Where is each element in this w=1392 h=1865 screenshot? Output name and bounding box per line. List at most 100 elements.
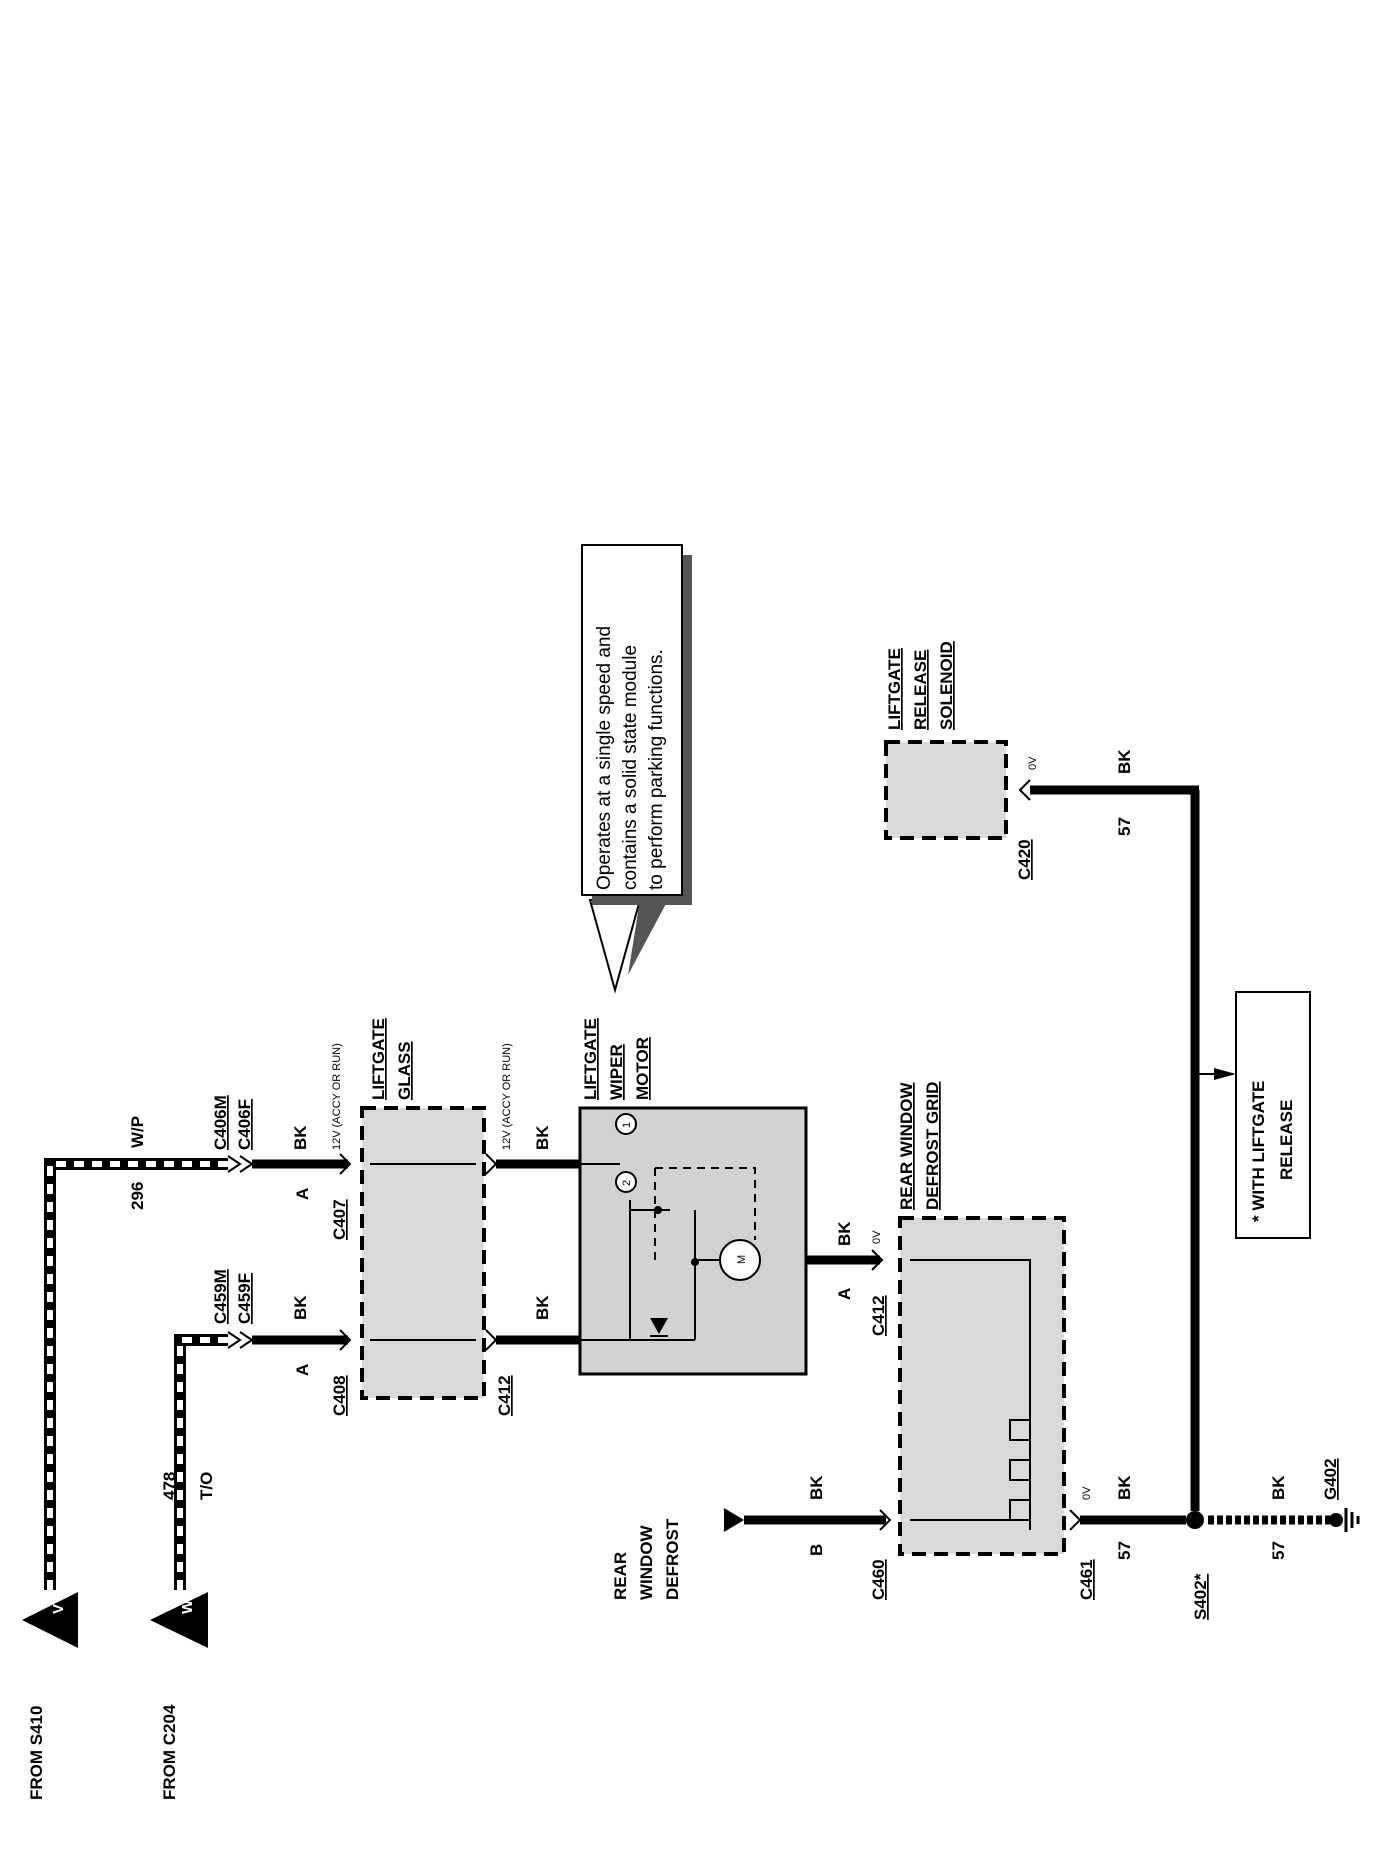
defrost-grid-label-1: REAR WINDOW [897,1082,916,1210]
connector-c412-mid-label: C412 [869,1295,888,1336]
callout-pointer [588,899,642,994]
liftgate-glass-label-2: GLASS [395,1041,414,1100]
wire-bk-top-right-label: BK [533,1125,552,1150]
motor-node-2 [691,1258,699,1266]
connector-c459m-label: C459M [211,1269,230,1324]
liftgate-solenoid-box [884,740,1008,840]
source-v-letter: V [50,1604,67,1614]
connector-c420-symbol [1018,779,1031,801]
solenoid-label-1: LIFTGATE [885,648,904,730]
rear-defrost-label-2: WINDOW [637,1524,656,1600]
motor-diode-icon [650,1318,668,1334]
defrost-grid-box [898,1216,1066,1556]
label-from-s410: FROM S410 [27,1706,46,1800]
callout-line-2: contains a solid state module [620,645,641,890]
wire-bk-c420-label: BK [1115,749,1134,774]
switch-2-circle [615,1171,637,1193]
splice-s402-label: S402* [1191,1573,1210,1620]
connector-c406-symbol [227,1155,254,1173]
callout-line-1: Operates at a single speed and [594,626,615,890]
defrost-grid-label-2: DEFROST GRID [923,1082,942,1210]
wire-296-color: W/P [128,1116,147,1148]
motor-m-letter: M [736,1255,748,1264]
connector-c461-symbol [1069,1509,1082,1531]
voltage-12v-2: 12V (ACCY OR RUN) [501,1043,513,1150]
connector-c459-symbol [227,1331,254,1349]
rear-defrost-arrow [724,1508,744,1532]
switch-2-label: 2 [621,1180,633,1186]
callout-box [581,544,683,896]
connector-glass-out-1 [485,1153,498,1175]
voltage-12v-1: 12V (ACCY OR RUN) [331,1043,343,1150]
wiper-motor-box [578,1106,808,1376]
wire-478 [174,1334,228,1590]
switch-1-circle [615,1113,637,1135]
wiper-motor-label-1: LIFTGATE [581,1018,600,1100]
circuit-57-g402: 57 [1269,1541,1288,1560]
rear-defrost-label-3: DEFROST [663,1518,682,1600]
connector-c408-label: C408 [330,1375,349,1416]
wire-478-stripe [177,1337,228,1590]
connector-c461-label: C461 [1077,1559,1096,1600]
pin-a-c412: A [835,1288,854,1300]
wire-bk-c406-label: BK [291,1125,310,1150]
solenoid-label-2: RELEASE [911,650,930,730]
wire-bk-top-left-label: BK [533,1295,552,1320]
callout-line-3: to perform parking functions. [646,649,667,890]
wire-bk-c461-label: BK [1115,1475,1134,1500]
wire-296-stripe [47,1161,228,1590]
footnote-pointer [1214,1068,1236,1080]
pin-a-c408: A [293,1364,312,1376]
wire-bk-g402-label: BK [1269,1475,1288,1500]
callout-pointer-shadow [628,900,668,975]
wire-296 [44,1158,228,1590]
connector-c460-symbol [879,1509,892,1531]
liftgate-glass-label-1: LIFTGATE [369,1018,388,1100]
voltage-0v-c412: 0V [871,1230,883,1244]
wire-296-number: 296 [128,1182,147,1210]
motor-m-symbol [719,1239,761,1281]
ground-g402-icon [1344,1508,1360,1532]
connector-c406m-label: C406M [211,1095,230,1150]
wire-bk-motor-label: BK [835,1221,854,1246]
switch-1-label: 1 [621,1122,633,1128]
wire-478-number: 478 [160,1472,179,1500]
label-from-c204: FROM C204 [160,1704,179,1800]
liftgate-glass-box [360,1106,486,1400]
footnote-line-2: RELEASE [1277,1100,1296,1180]
voltage-0v-c461: 0V [1081,1486,1093,1500]
connector-c412-mid-symbol [871,1249,884,1271]
circuit-57-c420: 57 [1115,817,1134,836]
source-w-triangle [150,1592,208,1648]
pin-b-c460: B [807,1544,826,1556]
motor-node-1 [654,1206,662,1214]
connector-glass-out-2 [485,1329,498,1351]
connector-c408-symbol [339,1329,352,1351]
ground-g402-node [1329,1513,1343,1527]
connector-c420-label: C420 [1015,839,1034,880]
splice-s402 [1186,1511,1204,1529]
wire-478-color: T/O [197,1472,216,1500]
source-v-triangle [22,1592,78,1648]
connector-c412-top-label: C412 [495,1375,514,1416]
wire-bk-defrost-in-label: BK [807,1475,826,1500]
connector-c407-label: C407 [330,1199,349,1240]
wire-bk-c459-label: BK [291,1295,310,1320]
connector-c407-symbol [339,1153,352,1175]
footnote-box [1235,991,1311,1239]
solenoid-label-3: SOLENOID [937,641,956,730]
rear-defrost-label-1: REAR [611,1552,630,1600]
pin-a-c407: A [293,1188,312,1200]
footnote-line-1: * WITH LIFTGATE [1249,1081,1268,1222]
connector-c406f-label: C406F [235,1099,254,1150]
source-w-letter: W [179,1599,196,1614]
circuit-57-c461: 57 [1115,1541,1134,1560]
wiper-motor-label-2: WIPER [607,1044,626,1100]
connector-c459f-label: C459F [235,1273,254,1324]
motor-park-switch-dashed [654,1167,756,1260]
ground-g402-label: G402 [1321,1458,1340,1500]
wiper-motor-label-3: MOTOR [633,1037,652,1100]
voltage-0v-c420: 0V [1027,756,1039,770]
